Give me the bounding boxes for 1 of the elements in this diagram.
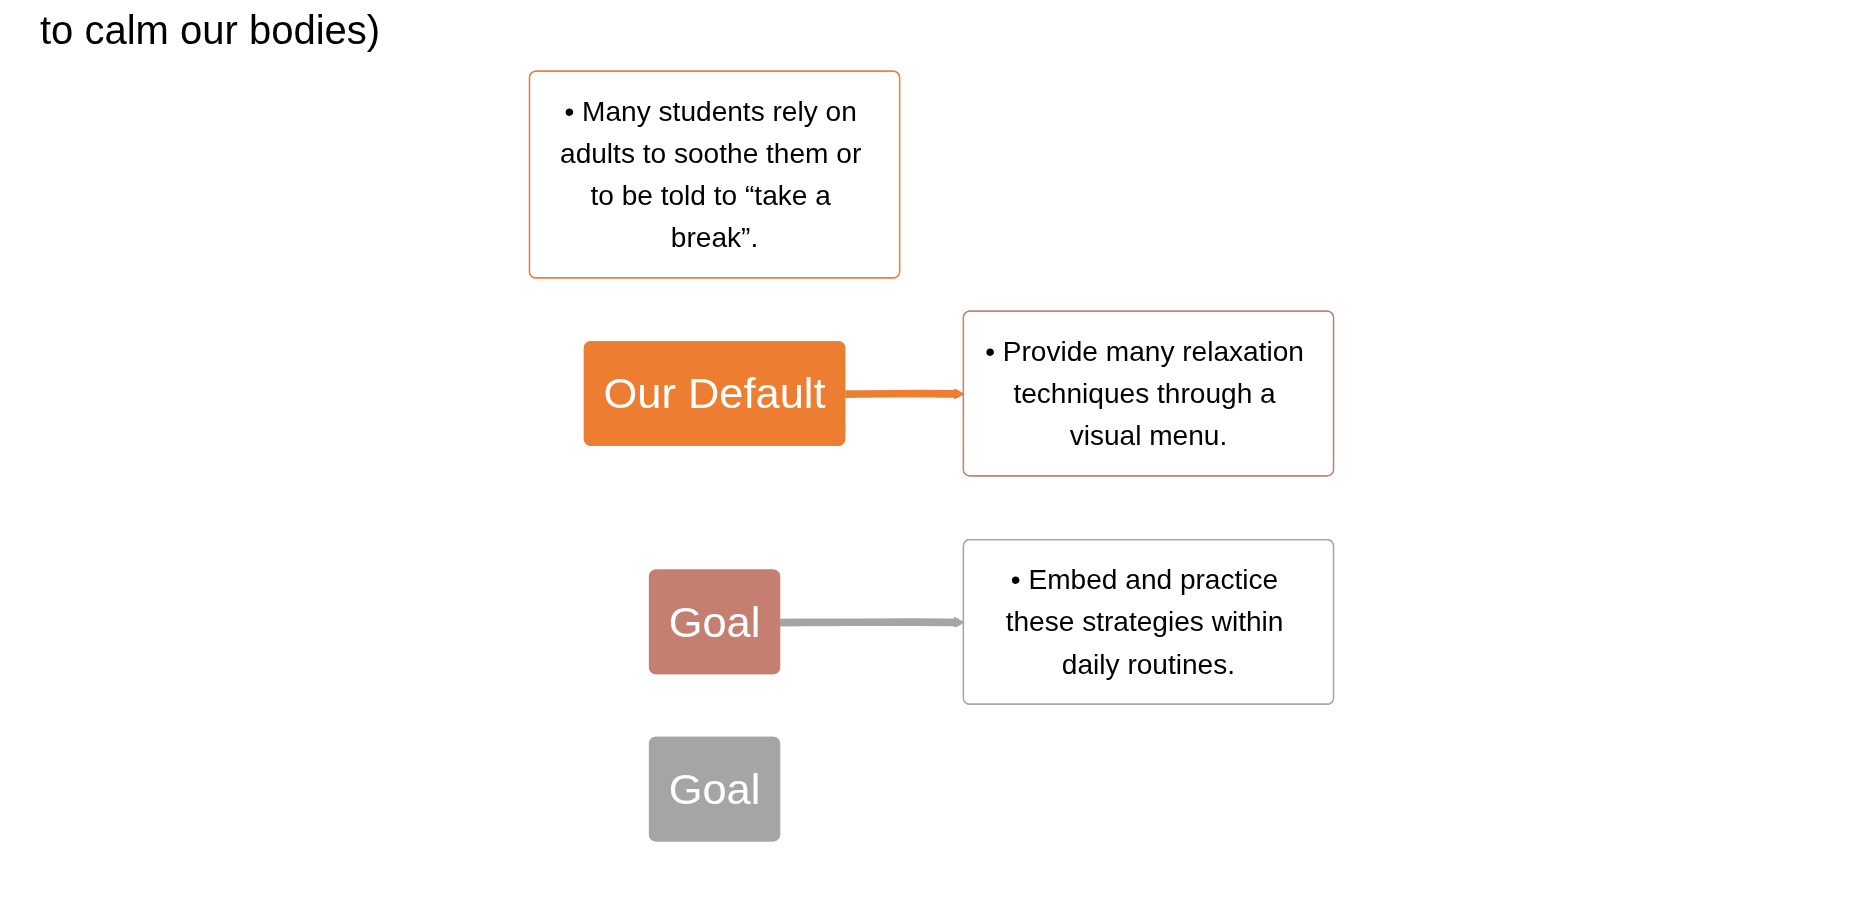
note-text: to calm our bodies) [40, 8, 382, 53]
